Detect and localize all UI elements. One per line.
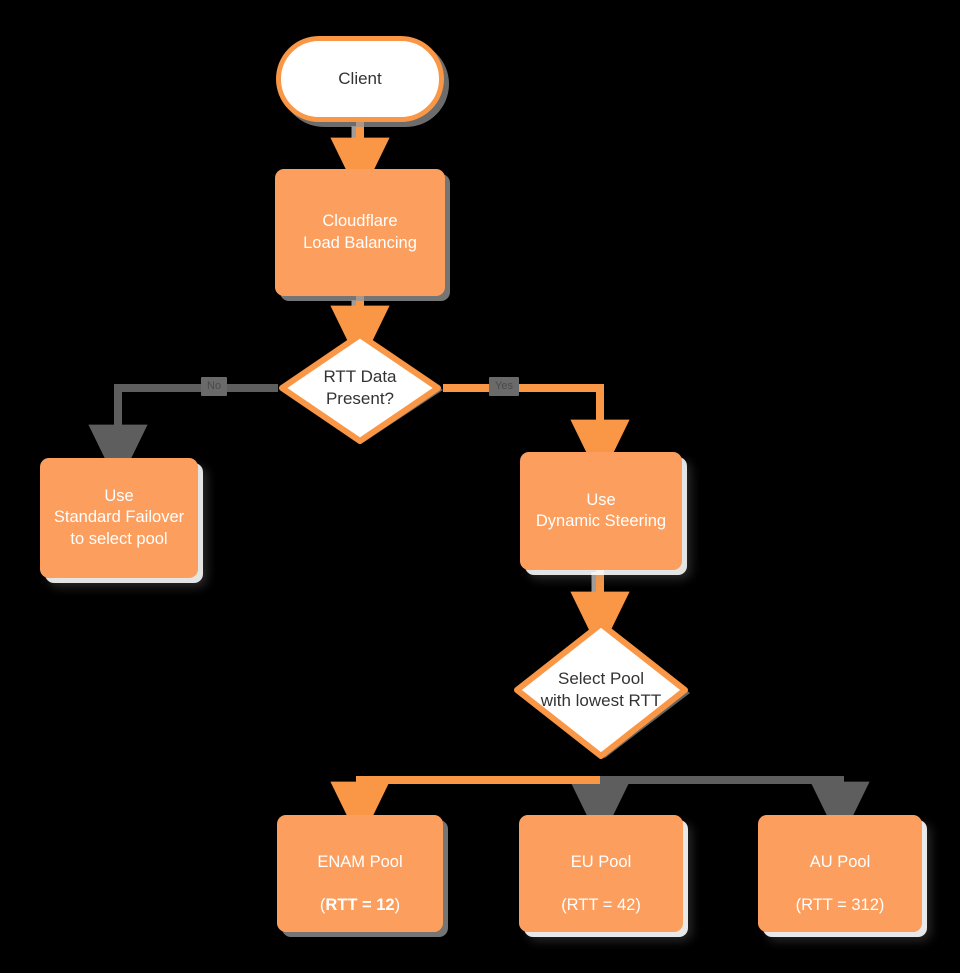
edge-label-no: No	[201, 377, 228, 396]
node-au-pool[interactable]: AU Pool (RTT = 312)	[758, 815, 922, 932]
node-standard-failover-label: Use Standard Failover to select pool	[53, 486, 185, 548]
node-enam-pool-line1: ENAM Pool	[317, 853, 403, 872]
node-eu-pool-label: EU Pool (RTT = 42)	[555, 831, 647, 917]
node-cloudflare-load-balancing[interactable]: Cloudflare Load Balancing	[275, 169, 445, 296]
node-rtt-data-present[interactable]: RTT Data Present?	[277, 332, 443, 444]
node-eu-pool[interactable]: EU Pool (RTT = 42)	[519, 815, 683, 932]
node-enam-pool-line2-prefix: (	[319, 895, 326, 914]
edge-yes-dynamic-steering	[443, 384, 630, 481]
diamond-shape-rtt	[279, 332, 443, 444]
node-dynamic-steering-label: Use Dynamic Steering	[535, 490, 667, 530]
node-au-pool-line1: AU Pool	[809, 853, 871, 872]
edge-select-au	[600, 776, 870, 843]
edge-select-enam	[330, 776, 600, 843]
node-client[interactable]: Client	[276, 36, 444, 122]
node-enam-pool-label: ENAM Pool (RTT = 12)	[311, 831, 408, 917]
node-enam-pool[interactable]: ENAM Pool (RTT = 12)	[277, 815, 443, 932]
node-enam-pool-rtt: RTT = 12	[325, 895, 395, 914]
node-eu-pool-line2: (RTT = 42)	[561, 895, 641, 914]
node-au-pool-line2: (RTT = 312)	[795, 895, 885, 914]
node-enam-pool-line2-suffix: )	[394, 895, 401, 914]
edge-no-standard-failover	[88, 384, 278, 486]
node-dynamic-steering[interactable]: Use Dynamic Steering	[520, 452, 682, 570]
node-cloudflare-load-balancing-label: Cloudflare Load Balancing	[303, 212, 417, 252]
node-select-pool[interactable]: Select Pool with lowest RTT	[512, 620, 690, 760]
node-au-pool-label: AU Pool (RTT = 312)	[790, 831, 891, 917]
node-rtt-data-present-label: RTT Data Present?	[323, 366, 397, 408]
node-eu-pool-line1: EU Pool	[570, 853, 632, 872]
node-select-pool-label: Select Pool with lowest RTT	[540, 668, 662, 710]
edge-label-yes: Yes	[489, 377, 519, 396]
node-client-label: Client	[338, 68, 382, 88]
node-standard-failover[interactable]: Use Standard Failover to select pool	[40, 458, 198, 578]
diamond-shape-select-pool	[514, 621, 690, 759]
